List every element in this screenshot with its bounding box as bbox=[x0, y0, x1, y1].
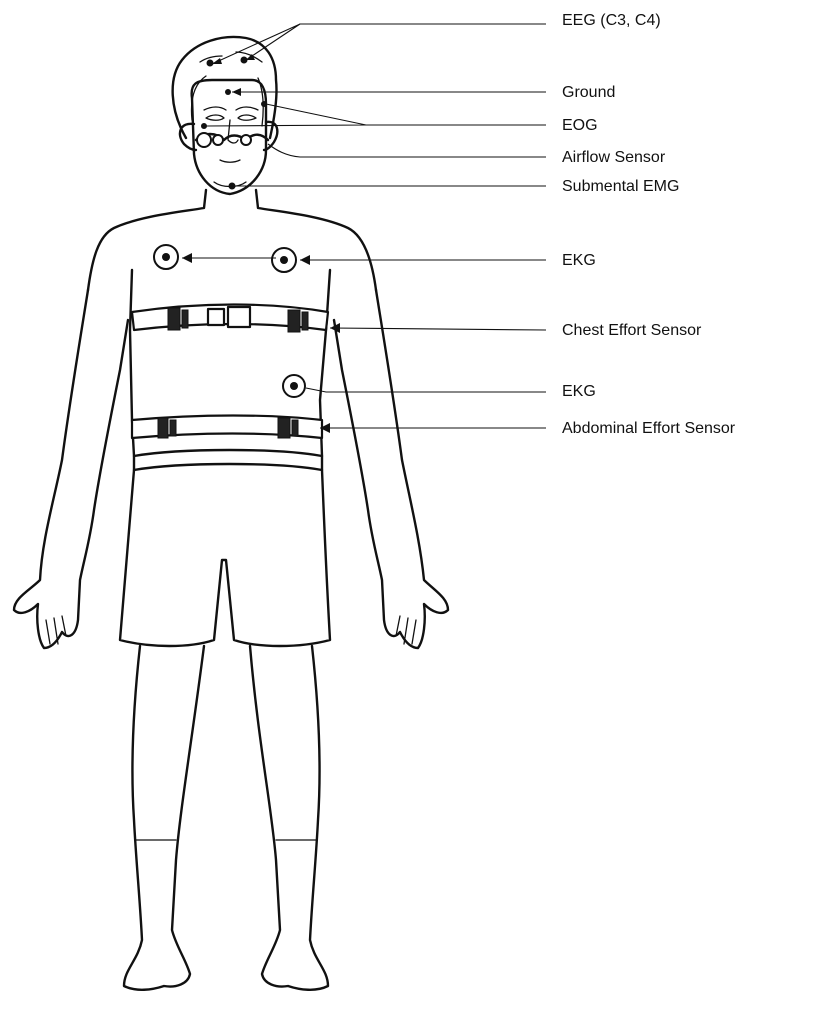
leader-lines bbox=[182, 24, 546, 433]
abdominal-effort-belt bbox=[132, 416, 322, 439]
label-ground: Ground bbox=[562, 84, 615, 102]
label-abdominal-effort-sensor: Abdominal Effort Sensor bbox=[562, 420, 735, 438]
label-airflow-sensor: Airflow Sensor bbox=[562, 149, 665, 167]
left-arm bbox=[14, 290, 128, 648]
label-eeg: EEG (C3, C4) bbox=[562, 12, 661, 30]
shorts bbox=[120, 450, 330, 646]
label-eog: EOG bbox=[562, 117, 598, 135]
label-submental-emg: Submental EMG bbox=[562, 178, 679, 196]
legs bbox=[124, 646, 328, 990]
chest-effort-belt bbox=[132, 305, 328, 333]
right-arm bbox=[334, 290, 448, 648]
label-ekg-upper: EKG bbox=[562, 252, 596, 270]
label-ekg-lower: EKG bbox=[562, 383, 596, 401]
label-chest-effort-sensor: Chest Effort Sensor bbox=[562, 322, 701, 340]
head bbox=[173, 37, 278, 194]
